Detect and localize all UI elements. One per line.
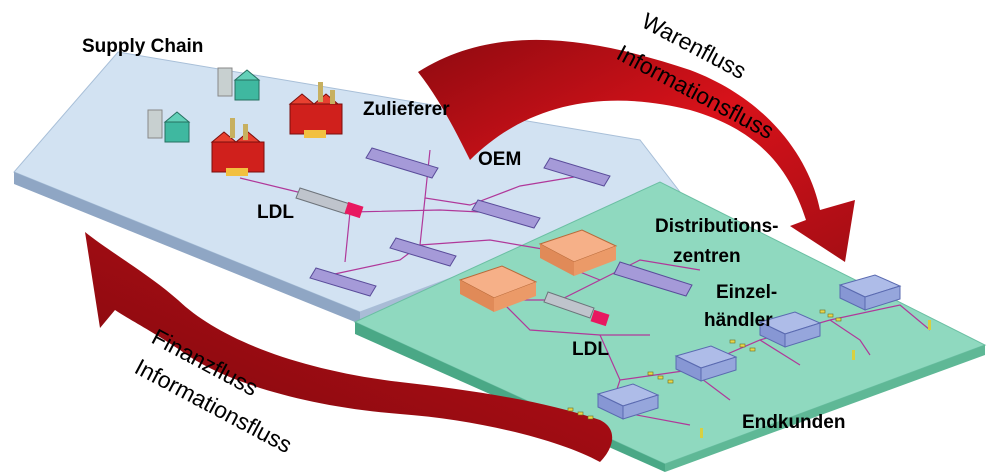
- diagram-title: Supply Chain: [82, 36, 203, 57]
- label-endkunden: Endkunden: [742, 412, 845, 433]
- retailer-store-icon: [758, 311, 822, 348]
- label-zulieferer: Zulieferer: [363, 99, 450, 120]
- label-distributionszentren-2: zentren: [673, 246, 741, 267]
- factory-icon: [288, 82, 343, 138]
- top-flow-arrow: [418, 39, 855, 263]
- distribution-center-icon: [458, 265, 538, 312]
- customer-cluster-icon: [567, 309, 842, 420]
- truck-icon: [543, 291, 610, 327]
- distribution-center-icon: [538, 229, 618, 276]
- label-einzelhaendler-2: händler: [704, 310, 773, 331]
- retailer-store-icon: [674, 345, 738, 382]
- truck-icon: [295, 187, 364, 219]
- label-distributionszentren-1: Distributions-: [655, 216, 779, 237]
- silo-warehouse-icon: [147, 109, 191, 143]
- silo-warehouse-icon: [217, 67, 261, 101]
- label-einzelhaendler-1: Einzel-: [716, 282, 777, 303]
- bottom-flow-arrow: [85, 232, 613, 462]
- assembly-line-icon: [309, 147, 693, 297]
- retailer-store-icon: [838, 274, 902, 311]
- factory-icon: [210, 118, 265, 176]
- label-oem: OEM: [478, 149, 521, 170]
- label-ldl-top: LDL: [257, 202, 294, 223]
- label-ldl-bottom: LDL: [572, 339, 609, 360]
- person-icon: [700, 320, 931, 438]
- retailer-store-icon: [596, 383, 660, 420]
